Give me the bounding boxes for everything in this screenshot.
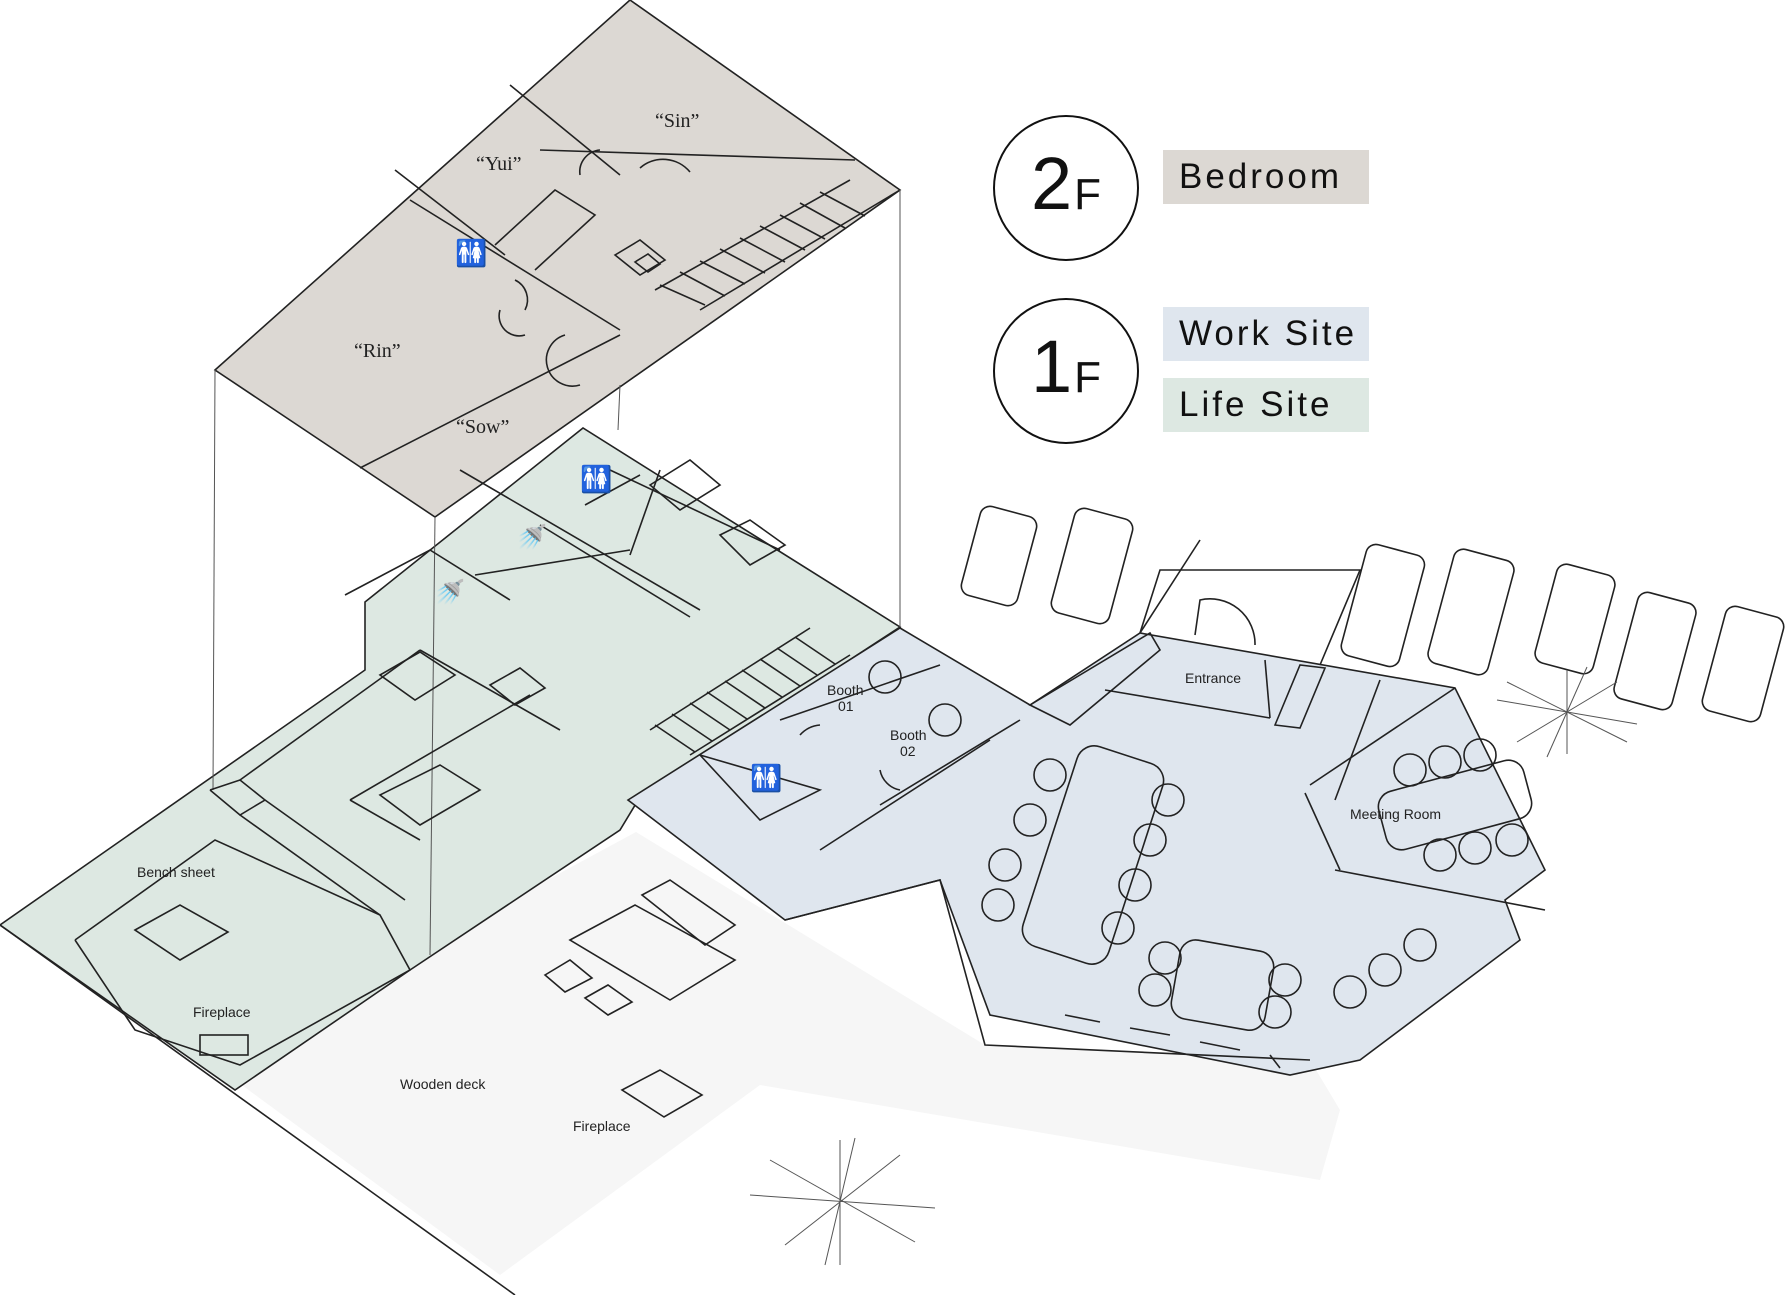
booth-01-label-line1: Booth xyxy=(827,682,864,698)
work-site-area xyxy=(626,627,1547,1076)
wooden-deck-label: Wooden deck xyxy=(400,1076,486,1092)
room-sin-label: “Sin” xyxy=(655,110,699,132)
meeting-room-label: Meeting Room xyxy=(1350,806,1441,822)
fireplace-inside-label: Fireplace xyxy=(193,1004,251,1020)
room-sow-label: “Sow” xyxy=(456,416,509,438)
room-yui-label: “Yui” xyxy=(476,153,522,175)
booth-01-label-line2: 01 xyxy=(838,698,854,714)
bench-sheet-label: Bench sheet xyxy=(137,864,215,880)
wooden-deck-area xyxy=(235,832,1340,1275)
svg-text:🚻: 🚻 xyxy=(580,464,612,495)
legend-bedroom-label: Bedroom xyxy=(1179,157,1343,196)
floor-2f-number: 2 xyxy=(1030,142,1073,225)
car-icon xyxy=(960,505,1785,723)
legend-bedroom-chip: Bedroom xyxy=(1163,150,1369,204)
booth-02-label-line2: 02 xyxy=(900,743,916,759)
booth-02-label-line1: Booth xyxy=(890,727,927,743)
floor-1f-letter: F xyxy=(1074,353,1102,402)
svg-text:🚻: 🚻 xyxy=(455,238,487,269)
floor-1f-badge: 1 F xyxy=(993,298,1139,444)
svg-text:🚻: 🚻 xyxy=(750,763,782,794)
floor-2f-letter: F xyxy=(1074,170,1102,219)
legend-life-site-chip: Life Site xyxy=(1163,378,1369,432)
legend-work-site-chip: Work Site xyxy=(1163,307,1369,361)
fireplace-deck-label: Fireplace xyxy=(573,1118,631,1134)
svg-text:🚿: 🚿 xyxy=(435,578,465,606)
floor-2f-badge: 2 F xyxy=(993,115,1139,261)
floor-1f-number: 1 xyxy=(1030,325,1073,408)
bedroom-floor xyxy=(213,0,902,518)
plant-icon xyxy=(749,666,1638,1266)
room-rin-label: “Rin” xyxy=(354,340,401,362)
legend-life-site-label: Life Site xyxy=(1179,385,1333,424)
restroom-icon: 🚻 🚻 🚻 xyxy=(455,238,782,794)
svg-text:🚿: 🚿 xyxy=(517,523,547,551)
legend-work-site-label: Work Site xyxy=(1179,314,1358,353)
entrance-label: Entrance xyxy=(1185,670,1241,686)
shower-icon: 🚿 🚿 xyxy=(435,523,547,606)
